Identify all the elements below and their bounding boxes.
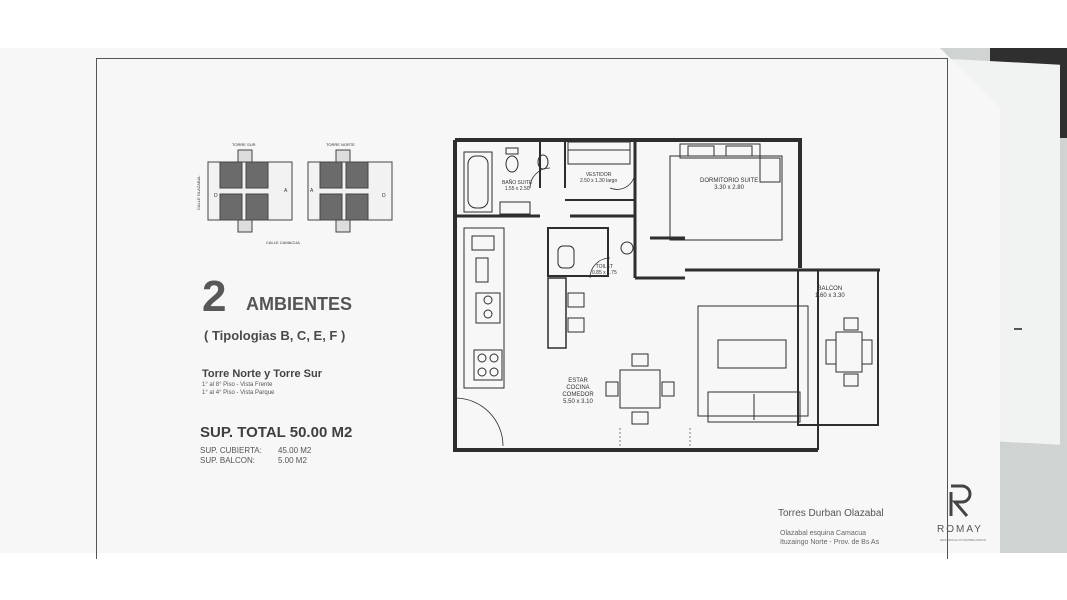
balcony-surface-label: SUP. BALCON:: [200, 456, 255, 465]
towers-line-1: 1° al 8° Piso - Vista Frente: [202, 382, 273, 388]
typologies: ( Tipologias B, C, E, F ): [204, 328, 346, 343]
keyplan-unit: D: [382, 193, 386, 199]
balcony-surface-value: 5.00 M2: [278, 456, 307, 465]
brand-name: ROMAY: [937, 524, 983, 535]
keyplan-label-top2: TORRE NORTE: [326, 142, 355, 147]
towers-title: Torre Norte y Torre Sur: [202, 368, 323, 380]
covered-surface-label: SUP. CUBIERTA:: [200, 446, 262, 455]
heading-number: 2: [202, 272, 227, 321]
keyplan-label-bottom: CALLE CAMACUA: [266, 240, 300, 245]
sheet-mark: [1014, 328, 1022, 330]
total-surface: SUP. TOTAL 50.00 M2: [200, 424, 353, 441]
covered-surface-value: 45.00 M2: [278, 446, 312, 455]
keyplan-label-side: CALLE OLAZABAL: [196, 175, 201, 210]
address-line-2: Ituzaingo Norte - Prov. de Bs As: [780, 539, 880, 546]
romay-logo-icon: [949, 484, 972, 517]
brand-subtitle: DESARROLLOS INMOBILIARIOS: [940, 538, 986, 542]
keyplan-unit: A: [284, 188, 288, 194]
keyplan-unit: A: [310, 188, 314, 194]
address-line-1: Olazabal esquina Camacua: [780, 530, 866, 537]
sheet-border: [96, 58, 948, 559]
towers-line-2: 1° al 4° Piso - Vista Parque: [202, 390, 275, 396]
keyplan-label-top: TORRE SUR: [232, 142, 256, 147]
keyplan-unit: D: [214, 193, 218, 199]
project-name: Torres Durban Olazabal: [778, 508, 884, 519]
floor-plan: [453, 138, 880, 452]
key-plan-diagram: TORRE SUR TORRE NORTE CALLE CAMACUA CALL…: [196, 142, 393, 245]
heading-title: AMBIENTES: [246, 294, 353, 314]
